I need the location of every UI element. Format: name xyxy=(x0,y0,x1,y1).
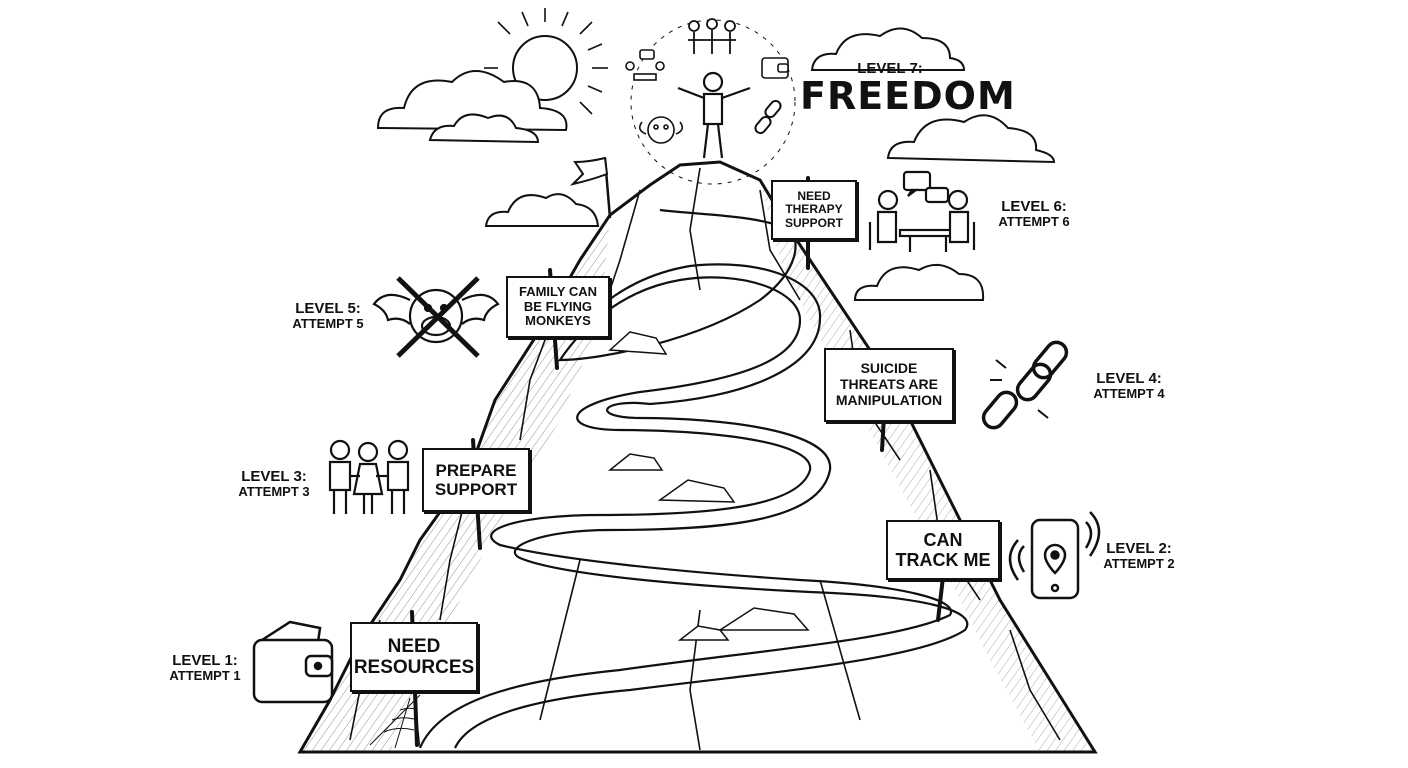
level-6-label: LEVEL 6: ATTEMPT 6 xyxy=(998,198,1070,230)
freedom-heading: FREEDOM xyxy=(800,74,1016,118)
flying-monkey-icon xyxy=(638,116,684,144)
mountain-icon xyxy=(297,160,1098,754)
broken-chain-icon xyxy=(981,340,1069,430)
people-group-icon xyxy=(688,18,736,54)
level-3-label: LEVEL 3: ATTEMPT 3 xyxy=(238,468,310,500)
wallet-icon xyxy=(252,620,334,704)
level-4-label: LEVEL 4: ATTEMPT 4 xyxy=(1093,370,1165,402)
summit-flag-icon xyxy=(569,156,612,219)
crossed-flying-monkey-icon xyxy=(372,276,500,358)
level-7-label: LEVEL 7: xyxy=(857,60,923,77)
broken-chain-icon xyxy=(754,99,782,135)
rock-cluster xyxy=(607,331,810,641)
level-1-label: LEVEL 1: ATTEMPT 1 xyxy=(169,652,241,684)
freedom-title: LEVEL 7: FREEDOM xyxy=(800,60,1016,118)
wallet-icon xyxy=(761,57,789,79)
cloud-icon xyxy=(376,27,1056,301)
support-people-icon xyxy=(328,439,410,514)
therapy-session-icon xyxy=(868,170,976,252)
level-2-label: LEVEL 2: ATTEMPT 2 xyxy=(1103,540,1175,572)
level-5-label: LEVEL 5: ATTEMPT 5 xyxy=(292,300,364,332)
phone-location-icon xyxy=(1008,511,1101,600)
winding-path-icon xyxy=(418,208,969,749)
meeting-table-icon xyxy=(625,49,665,81)
raised-arms-person-icon xyxy=(630,19,796,185)
